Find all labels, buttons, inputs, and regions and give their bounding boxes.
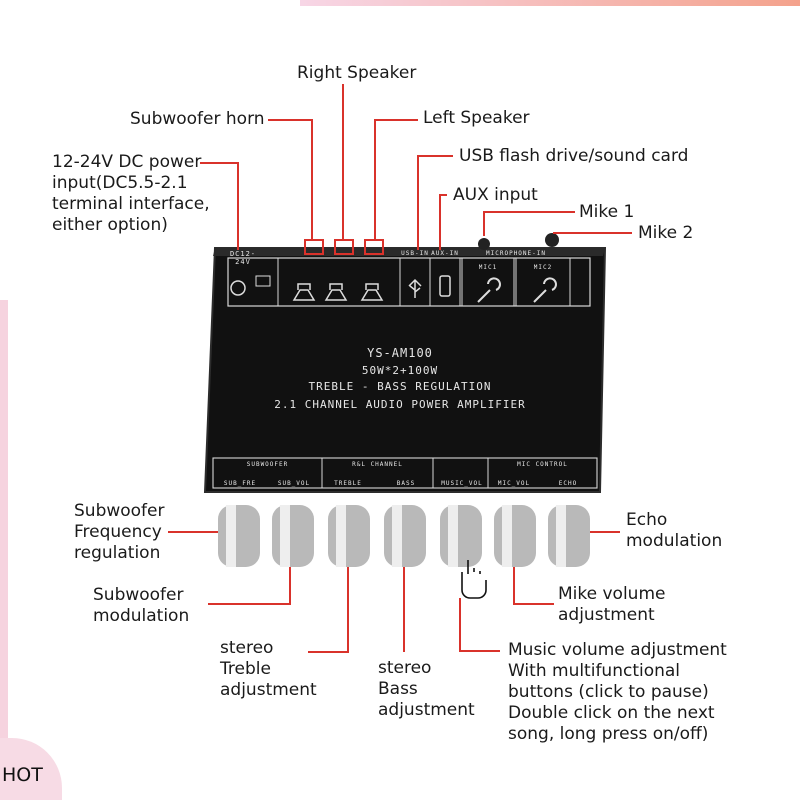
knob-label-treble: TREBLE xyxy=(334,480,362,487)
label-mike1: Mike 1 xyxy=(579,202,635,222)
speaker-icons xyxy=(292,283,384,301)
product-description: 2.1 CHANNEL AUDIO POWER AMPLIFIER xyxy=(274,398,526,411)
label-aux: AUX input xyxy=(453,185,538,205)
knobs xyxy=(218,505,590,567)
knob-echo xyxy=(548,505,590,567)
mic2-box xyxy=(515,257,571,307)
left-decor-strip xyxy=(0,300,8,740)
label-subwoofer-horn: Subwoofer horn xyxy=(130,109,265,129)
model-name: YS-AM100 xyxy=(367,346,433,360)
label-echo: Echo modulation xyxy=(626,510,723,551)
mic1-box xyxy=(461,257,515,307)
knob-label-music-vol: MUSIC_VOL xyxy=(441,480,483,487)
power-rating: 50W*2+100W xyxy=(361,364,439,377)
hand-pointer-icon xyxy=(461,560,487,599)
mic-group-label: MICROPHONE-IN xyxy=(486,250,546,257)
label-power-input: 12-24V DC power input(DC5.5-2.1 terminal… xyxy=(52,152,210,235)
label-music-vol: Music volume adjustment With multifuncti… xyxy=(508,640,727,744)
knob-bass xyxy=(384,505,426,567)
label-left-speaker: Left Speaker xyxy=(423,108,530,128)
aux-jack-icon xyxy=(439,275,451,297)
group-mic-control: MIC CONTROL xyxy=(517,461,568,468)
aux-box xyxy=(429,257,461,307)
dc-jack-icon xyxy=(255,275,271,287)
amplifier-body xyxy=(203,233,607,493)
label-treble: stereo Treble adjustment xyxy=(220,638,317,700)
mic1-label: MIC1 xyxy=(478,264,498,271)
label-usb: USB flash drive/sound card xyxy=(459,146,689,166)
knob-label-echo: ECHO xyxy=(558,480,578,487)
knob-music-vol xyxy=(440,505,482,567)
callout-lines xyxy=(168,84,632,653)
group-subwoofer: SUBWOOFER xyxy=(246,461,289,468)
control-frame xyxy=(212,457,598,489)
knob-mic-vol xyxy=(494,505,536,567)
mic1-jack xyxy=(478,238,490,250)
top-decor-strip xyxy=(300,0,800,6)
mic1-icon xyxy=(477,277,501,303)
knob-treble xyxy=(328,505,370,567)
knob-label-mic-vol: MIC_VOL xyxy=(497,480,531,487)
knob-sub-vol xyxy=(272,505,314,567)
hot-badge-text: HOT xyxy=(2,764,43,786)
mic2-icon xyxy=(533,277,557,303)
label-sub-freq: Subwoofer Frequency regulation xyxy=(74,501,165,563)
knob-label-bass: BASS xyxy=(396,480,416,487)
label-right-speaker: Right Speaker xyxy=(297,63,417,83)
knob-label-sub-fre: SUB_FRE xyxy=(223,480,257,487)
dc-label: DC12-24V xyxy=(229,250,257,266)
dc-polarity-icon xyxy=(230,280,246,296)
aux-label: AUX-IN xyxy=(431,250,459,257)
mic2-jack xyxy=(545,233,559,247)
feature-text: TREBLE - BASS REGULATION xyxy=(308,380,492,393)
label-sub-mod: Subwoofer modulation xyxy=(93,585,190,626)
usb-icon xyxy=(408,278,422,298)
label-mike-vol: Mike volume adjustment xyxy=(558,584,666,625)
mic2-label: MIC2 xyxy=(533,264,553,271)
knob-label-sub-vol: SUB_VOL xyxy=(277,480,311,487)
usb-label: USB-IN xyxy=(401,250,429,257)
label-bass: stereo Bass adjustment xyxy=(378,658,475,720)
group-rl-channel: R&L CHANNEL xyxy=(352,461,403,468)
knob-sub-fre xyxy=(218,505,260,567)
label-mike2: Mike 2 xyxy=(638,223,694,243)
